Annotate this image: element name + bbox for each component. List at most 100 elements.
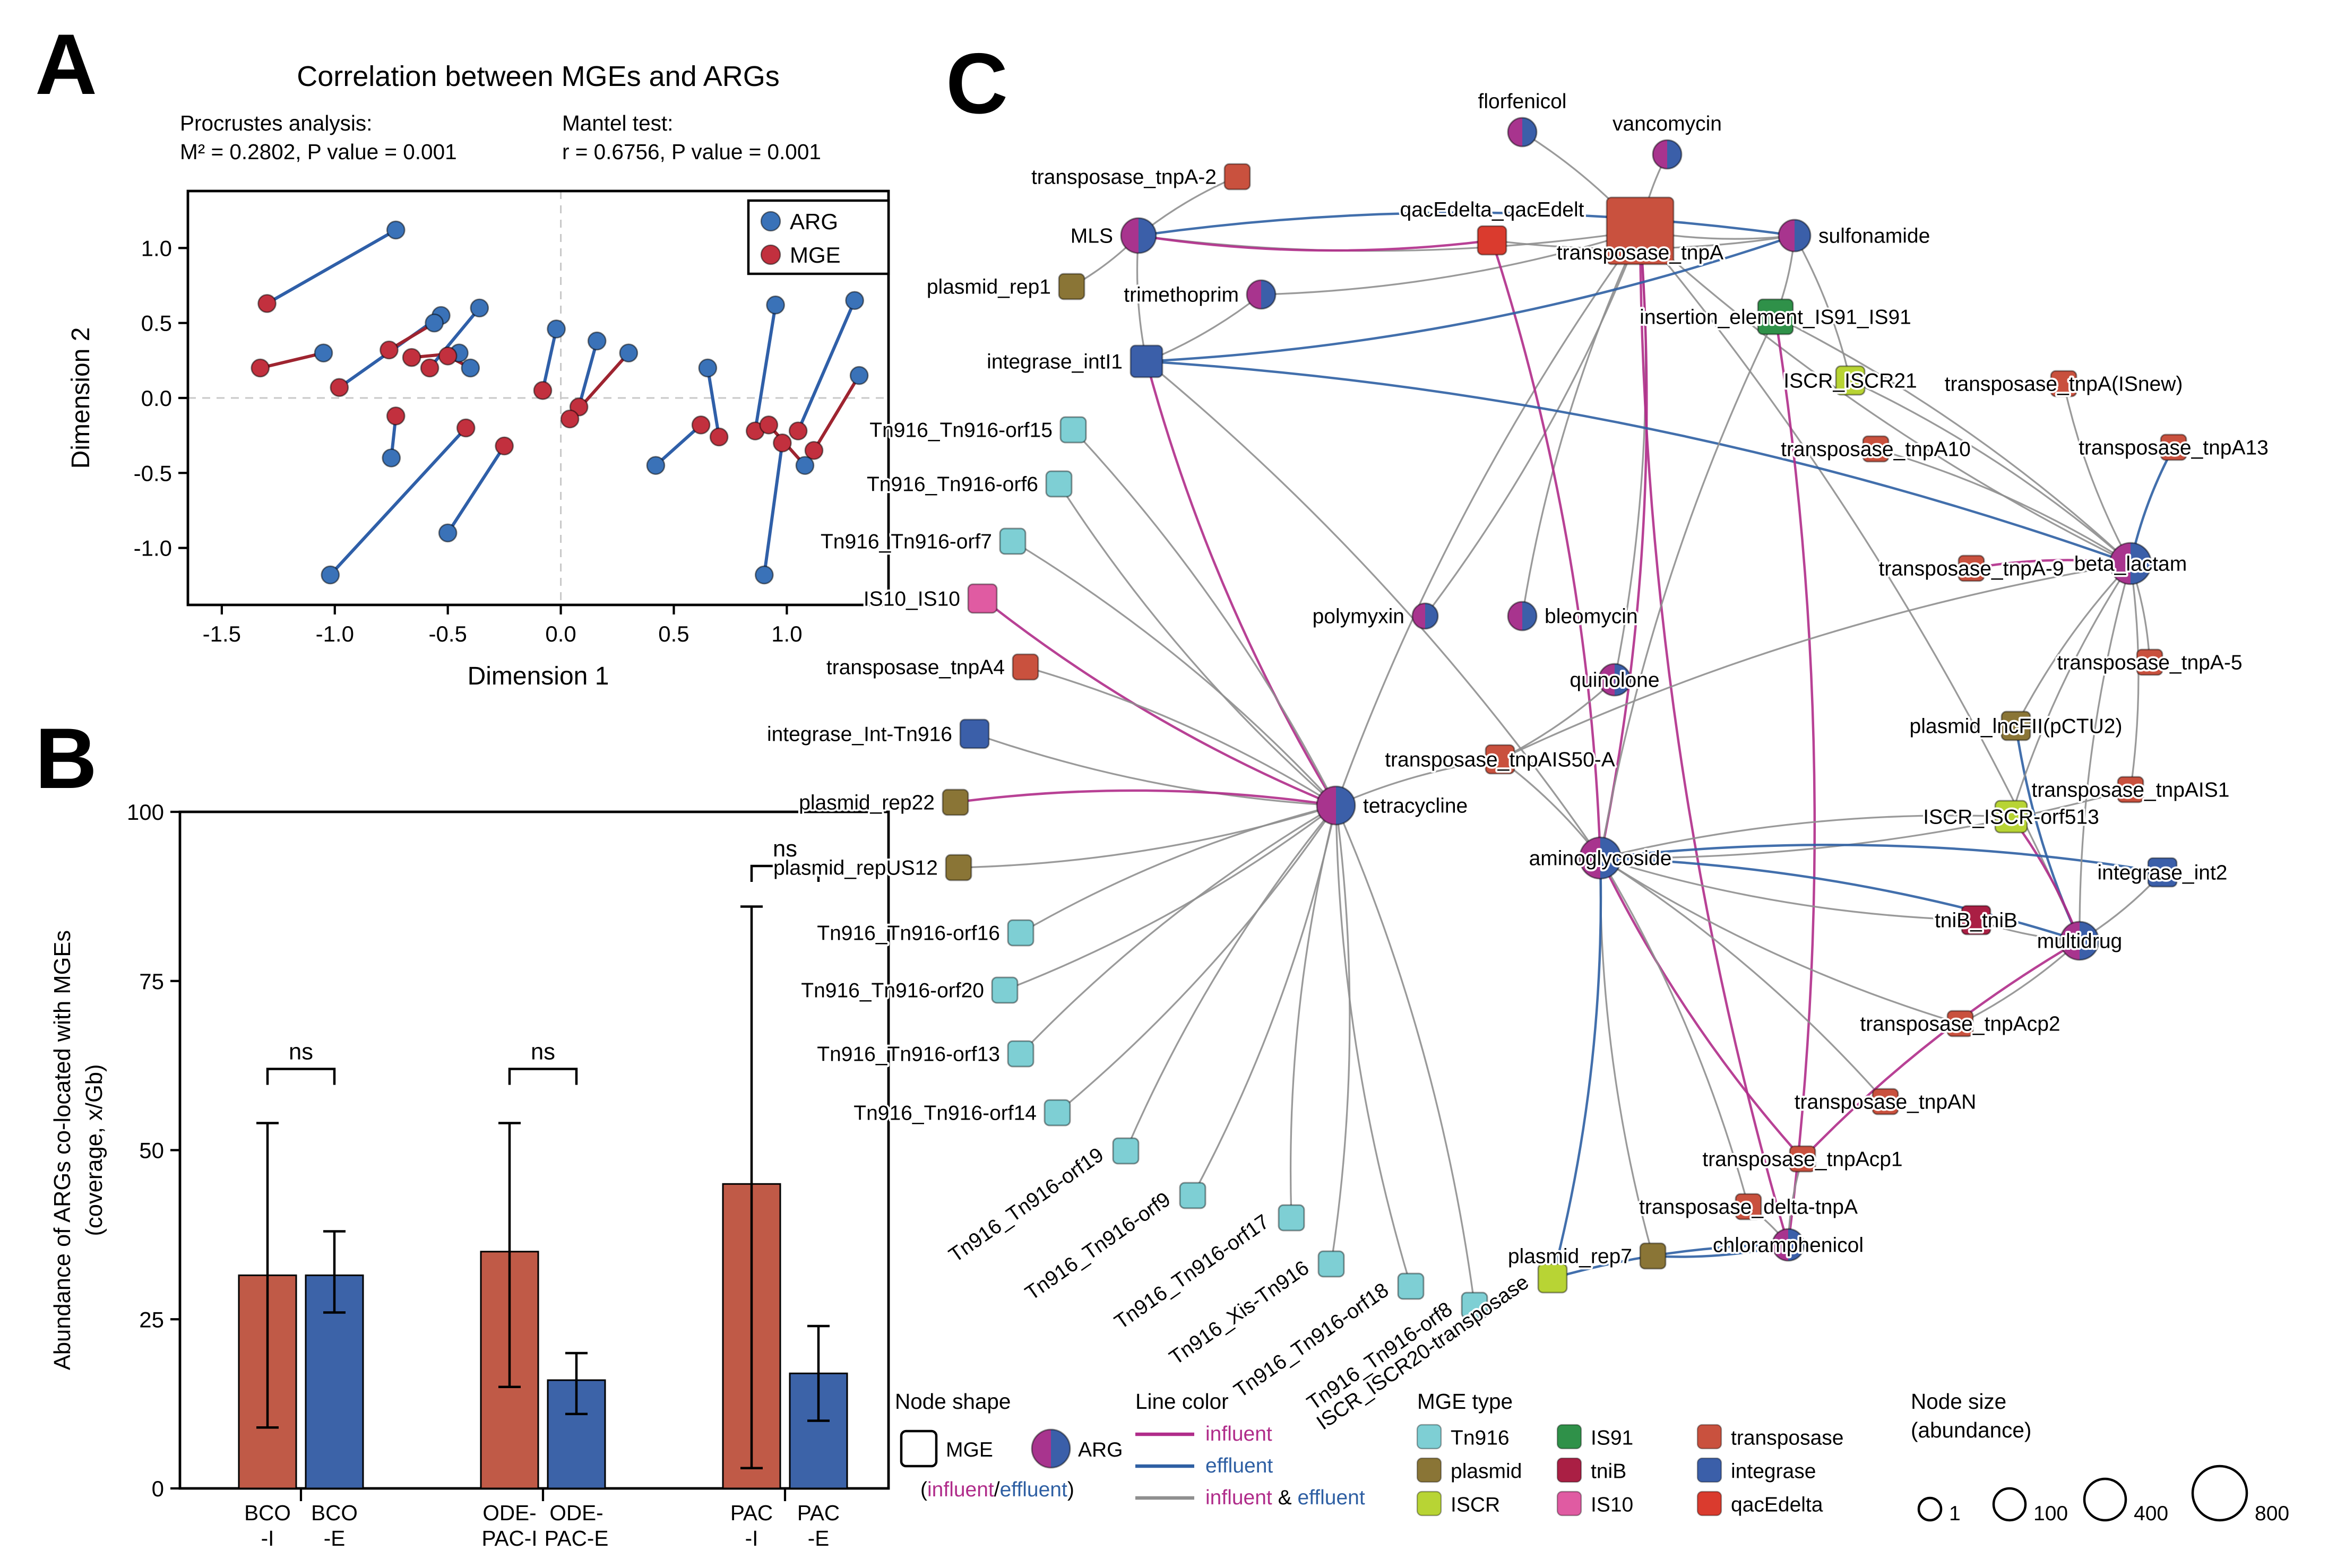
svg-text:integrase_intI1: integrase_intI1 xyxy=(987,351,1123,374)
svg-text:insertion_element_IS91_IS91: insertion_element_IS91_IS91 xyxy=(1640,306,1911,329)
svg-text:ODE-: ODE- xyxy=(549,1501,603,1525)
panel-a-scatter-plot: Correlation between MGEs and ARGsProcrus… xyxy=(67,60,890,690)
svg-text:Tn916_Tn916-orf7: Tn916_Tn916-orf7 xyxy=(821,531,992,553)
node-sulfonamide xyxy=(1778,219,1812,253)
node-tnpA2 xyxy=(1223,163,1251,190)
svg-text:transposase_tnpAIS1: transposase_tnpAIS1 xyxy=(2032,779,2230,802)
svg-text:transposase_tnpAIS50-A: transposase_tnpAIS50-A xyxy=(1385,749,1615,772)
nodes-layer xyxy=(942,117,2187,1319)
node-orf16 xyxy=(1007,919,1034,947)
node-multidrug xyxy=(2059,921,2100,961)
svg-text:BCO: BCO xyxy=(311,1501,358,1525)
svg-text:vancomycin: vancomycin xyxy=(1613,112,1722,135)
node-tnpAcp1 xyxy=(1789,1145,1816,1173)
svg-text:-1.5: -1.5 xyxy=(203,621,241,646)
node-rep22 xyxy=(942,789,969,816)
svg-text:integrase_int2: integrase_int2 xyxy=(2097,862,2227,885)
svg-text:transposase_tnpA: transposase_tnpA xyxy=(1557,241,1723,264)
panel-a-label: A xyxy=(35,18,97,113)
node-IntTn916 xyxy=(959,718,990,749)
svg-text:-1.0: -1.0 xyxy=(316,621,354,646)
svg-text:tetracycline: tetracycline xyxy=(1363,795,1468,818)
svg-text:ns: ns xyxy=(531,1039,555,1065)
svg-text:0: 0 xyxy=(152,1476,164,1501)
svg-text:r = 0.6756, P value = 0.001: r = 0.6756, P value = 0.001 xyxy=(562,140,821,164)
node-tnpA10 xyxy=(1862,435,1890,463)
svg-text:MLS: MLS xyxy=(1071,225,1113,248)
svg-text:100: 100 xyxy=(2033,1502,2068,1525)
svg-text:Tn916_Tn916-orf6: Tn916_Tn916-orf6 xyxy=(867,473,1038,496)
svg-text:ARG: ARG xyxy=(1078,1439,1123,1461)
node-orf7 xyxy=(999,527,1027,555)
svg-text:ISCR_ISCR21: ISCR_ISCR21 xyxy=(1783,370,1917,393)
svg-text:BCO: BCO xyxy=(244,1501,291,1525)
node-florfenicol xyxy=(1507,117,1538,148)
node-tnpA4 xyxy=(1012,653,1039,681)
node-quinolone xyxy=(1598,663,1632,697)
svg-text:ARG: ARG xyxy=(790,209,838,234)
svg-text:influent & effluent: influent & effluent xyxy=(1205,1486,1365,1509)
svg-text:plasmid: plasmid xyxy=(1451,1460,1522,1483)
residual-lines xyxy=(260,228,861,576)
svg-text:-0.5: -0.5 xyxy=(428,621,467,646)
svg-text:MGE: MGE xyxy=(790,242,841,267)
svg-text:0.5: 0.5 xyxy=(141,311,172,336)
node-int2 xyxy=(2147,857,2178,888)
svg-text:transposase_tnpA-9: transposase_tnpA-9 xyxy=(1878,558,2064,581)
node-deltatnpA xyxy=(1735,1193,1762,1220)
node-rep7 xyxy=(1639,1242,1667,1270)
node-orf8 xyxy=(1461,1292,1488,1319)
svg-text:bleomycin: bleomycin xyxy=(1545,605,1638,628)
node-orf14 xyxy=(1044,1099,1071,1127)
svg-text:Abundance of ARGs co-located w: Abundance of ARGs co-located with MGEs xyxy=(50,930,75,1370)
node-orf13 xyxy=(1007,1040,1034,1068)
svg-text:Tn916_Tn916-orf13: Tn916_Tn916-orf13 xyxy=(817,1043,1000,1066)
ordination-points xyxy=(251,220,869,585)
svg-text:qacEdelta: qacEdelta xyxy=(1731,1494,1823,1517)
svg-text:0.0: 0.0 xyxy=(141,386,172,411)
svg-text:plasmid_lncFII(pCTU2): plasmid_lncFII(pCTU2) xyxy=(1910,715,2123,738)
svg-text:Procrustes analysis:: Procrustes analysis: xyxy=(180,111,372,135)
svg-text:integrase: integrase xyxy=(1731,1460,1816,1483)
svg-text:trimethoprim: trimethoprim xyxy=(1124,284,1239,307)
svg-text:1.0: 1.0 xyxy=(771,621,802,646)
node-ISCRorf513 xyxy=(1994,800,2028,834)
svg-text:Node shape: Node shape xyxy=(895,1389,1011,1414)
svg-text:-E: -E xyxy=(324,1526,346,1550)
svg-text:IS91: IS91 xyxy=(1591,1427,1633,1450)
node-tnpAcp2 xyxy=(1946,1010,1974,1037)
svg-text:MGE type: MGE type xyxy=(1417,1389,1513,1414)
svg-text:Tn916_Tn916-orf15: Tn916_Tn916-orf15 xyxy=(869,419,1053,442)
svg-text:Tn916_Tn916-orf14: Tn916_Tn916-orf14 xyxy=(853,1102,1037,1125)
svg-text:50: 50 xyxy=(139,1138,164,1163)
svg-text:Dimension 2: Dimension 2 xyxy=(67,327,95,469)
node-tnpA9 xyxy=(1958,555,1985,582)
svg-text:0.0: 0.0 xyxy=(545,621,576,646)
svg-text:transposase_tnpA(ISnew): transposase_tnpA(ISnew) xyxy=(1945,373,2183,396)
svg-text:-E: -E xyxy=(808,1526,830,1550)
svg-text:chloramphenicol: chloramphenicol xyxy=(1713,1234,1864,1257)
svg-text:IS10: IS10 xyxy=(1591,1494,1633,1517)
node-XisTn916 xyxy=(1317,1250,1345,1278)
svg-text:PAC-I: PAC-I xyxy=(481,1526,537,1550)
node-tnpAIS1 xyxy=(2117,776,2144,803)
node-ISCR21 xyxy=(1835,365,1866,396)
svg-text:75: 75 xyxy=(139,969,164,994)
svg-text:multidrug: multidrug xyxy=(2037,930,2122,953)
svg-text:transposase_tnpAN: transposase_tnpAN xyxy=(1795,1091,1977,1114)
panel-b-label: B xyxy=(35,712,97,807)
node-MLS xyxy=(1120,217,1157,254)
svg-text:PAC: PAC xyxy=(730,1501,773,1525)
node-orf20 xyxy=(991,976,1019,1004)
svg-text:-I: -I xyxy=(745,1526,758,1550)
svg-text:-1.0: -1.0 xyxy=(134,536,172,561)
node-tnpA13 xyxy=(2160,434,2187,461)
node-IS10 xyxy=(967,583,998,614)
svg-text:transposase_delta-tnpA: transposase_delta-tnpA xyxy=(1639,1196,1858,1219)
svg-text:(abundance): (abundance) xyxy=(1911,1418,2031,1442)
svg-text:IS10_IS10: IS10_IS10 xyxy=(864,588,960,611)
node-vancomycin xyxy=(1652,139,1683,170)
svg-text:plasmid_rep1: plasmid_rep1 xyxy=(927,276,1051,299)
